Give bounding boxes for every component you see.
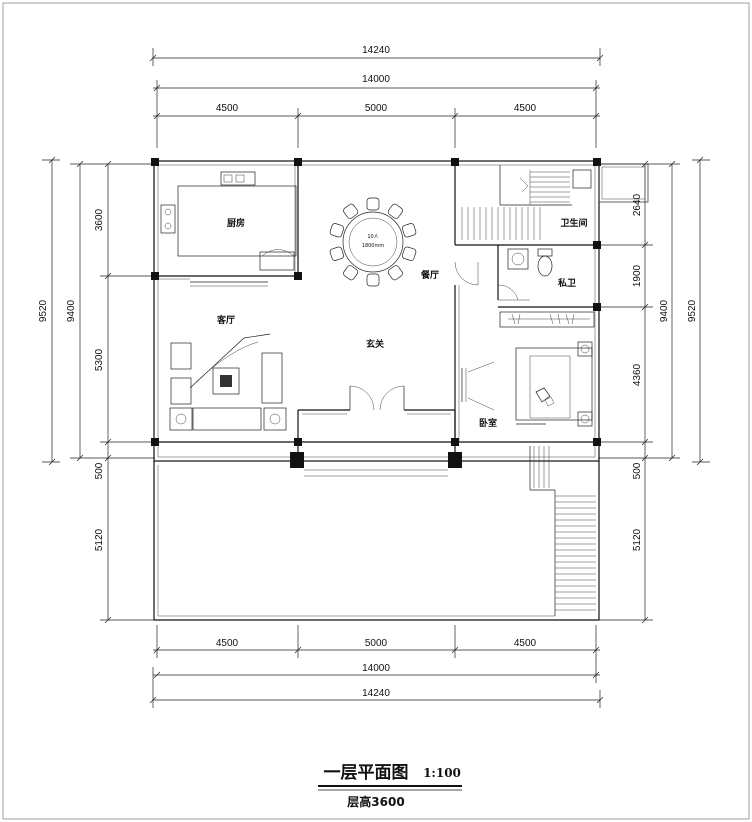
left-porch-step-dimension: 500	[94, 462, 105, 479]
dining-chair	[343, 203, 359, 219]
room-label-foyer: 玄关	[366, 338, 384, 350]
private-bath-fixtures	[497, 248, 553, 301]
floor-height-label: 层高3600	[347, 794, 404, 809]
bottom-segment-dimension: 4500	[216, 638, 239, 649]
table-size-label: 1800mm	[362, 243, 385, 249]
dining-chair	[329, 246, 344, 261]
porch-stairs	[533, 446, 596, 611]
drawing-scale: 1:100	[423, 766, 461, 780]
right-overall-dimension: 9520	[687, 299, 698, 322]
top-segment-dimension: 4500	[216, 103, 239, 114]
structural-columns	[151, 158, 601, 468]
inner-stairs	[461, 171, 570, 240]
dining-chair	[366, 273, 380, 287]
top-dimension-lines	[149, 48, 604, 148]
dining-chair	[402, 223, 417, 238]
dining-chairs	[329, 197, 417, 287]
right-porch-step-dimension: 500	[632, 462, 643, 479]
right-middle-a-dimension: 1900	[632, 264, 643, 287]
right-inner-dimension: 9400	[659, 299, 670, 322]
right-middle-b-dimension: 4360	[632, 363, 643, 386]
room-label-private-bath: 私卫	[557, 277, 576, 289]
right-upper-dimension: 2640	[632, 193, 643, 216]
bottom-inner-dimension: 14000	[362, 663, 390, 674]
room-label-living: 客厅	[216, 314, 235, 326]
top-segment-dimension: 4500	[514, 103, 537, 114]
bottom-segment-dimension: 5000	[365, 638, 388, 649]
room-label-dining: 餐厅	[420, 269, 439, 281]
dining-chair	[343, 265, 359, 281]
dining-chair	[329, 223, 344, 238]
entrance-double-door	[349, 385, 405, 411]
dining-chair	[387, 265, 403, 281]
dining-chair	[402, 246, 417, 261]
room-label-bathroom: 卫生间	[560, 217, 587, 229]
wardrobe	[499, 311, 595, 328]
front-porch	[153, 446, 600, 621]
upper-right-bay	[598, 163, 649, 203]
living-room-furniture	[169, 333, 287, 431]
kitchen-fixtures	[160, 171, 297, 287]
left-inner-dimension: 9400	[66, 299, 77, 322]
bottom-dimension-lines	[149, 625, 604, 708]
bottom-segment-dimension: 4500	[514, 638, 537, 649]
exterior-walls	[153, 160, 600, 462]
top-segment-dimension: 5000	[365, 103, 388, 114]
left-dimension-lines	[42, 156, 155, 624]
room-label-bedroom: 卧室	[479, 417, 497, 429]
top-inner-dimension: 14000	[362, 74, 390, 85]
bedroom-furniture	[454, 261, 593, 427]
dining-chair	[366, 197, 380, 211]
room-label-kitchen: 厨房	[227, 217, 245, 229]
dining-table	[342, 211, 404, 273]
right-porch-dimension: 5120	[632, 528, 643, 551]
left-porch-dimension: 5120	[94, 528, 105, 551]
table-capacity-label: 10人	[367, 234, 378, 240]
right-dimension-lines	[598, 156, 710, 624]
dining-chair	[387, 203, 403, 219]
left-middle-dimension: 5300	[94, 348, 105, 371]
stair-up	[499, 165, 592, 206]
drawing-title: 一层平面图	[324, 763, 409, 783]
left-upper-dimension: 3600	[94, 208, 105, 231]
interior-walls	[158, 165, 596, 461]
top-overall-dimension: 14240	[362, 45, 390, 56]
left-overall-dimension: 9520	[38, 299, 49, 322]
bottom-overall-dimension: 14240	[362, 688, 390, 699]
